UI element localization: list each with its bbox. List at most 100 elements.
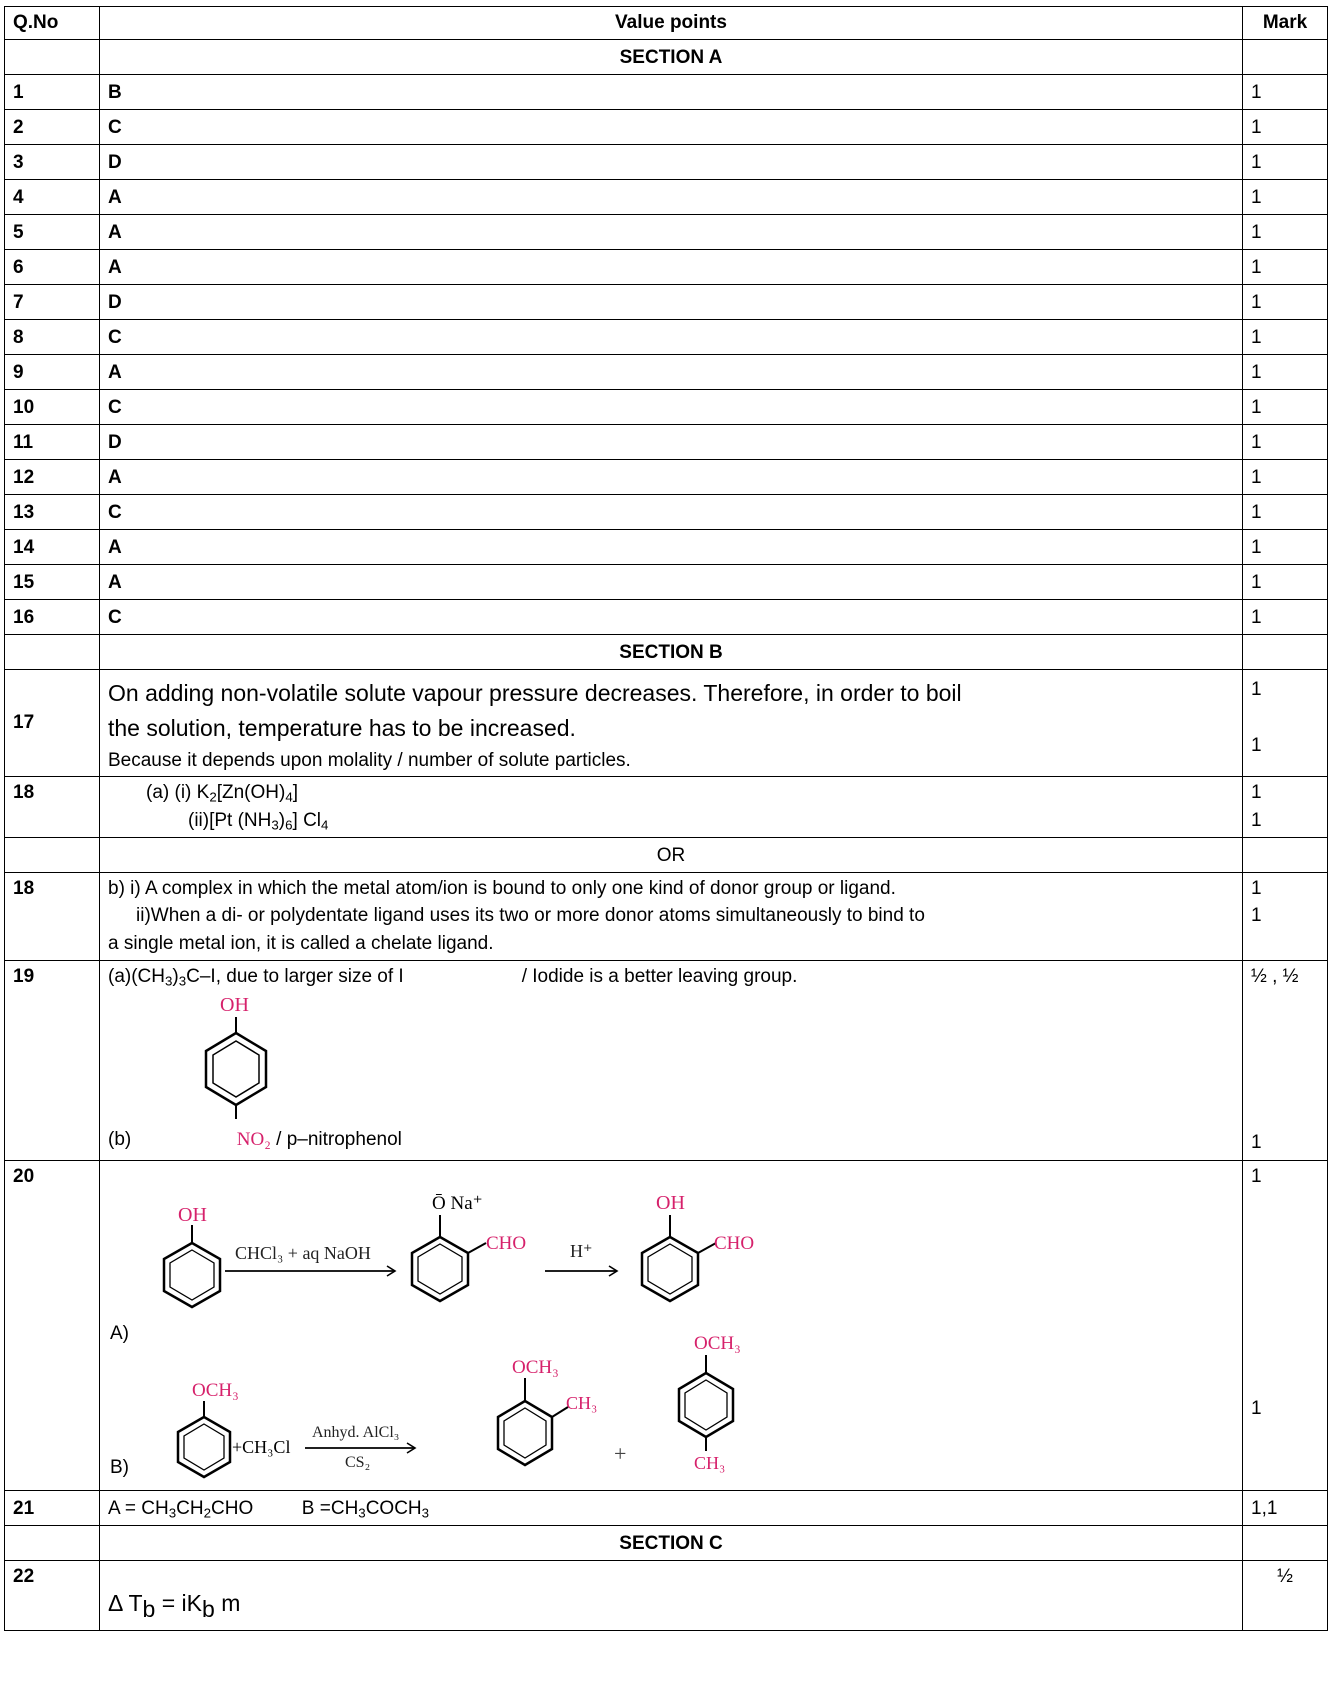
formula-text: C–I, due to larger size of I bbox=[186, 965, 404, 987]
formula-text: (ii)[Pt (NH bbox=[188, 809, 272, 831]
section-b-heading-row: SECTION B bbox=[4, 633, 1328, 670]
mark-value: 1 bbox=[1242, 598, 1328, 635]
och3-group-label: OCH₃ bbox=[192, 1380, 239, 1401]
empty-cell bbox=[4, 633, 100, 670]
answer-19-a: (a)(CH3)3C–I, due to larger size of I/ I… bbox=[108, 963, 1234, 991]
benzene-ring bbox=[204, 1031, 268, 1106]
formula-text: ] Cl bbox=[292, 809, 322, 831]
mark-18b-b: 1 bbox=[1251, 905, 1262, 927]
mark-20: 1 1 bbox=[1242, 1159, 1328, 1491]
answer-option: D bbox=[99, 283, 1243, 320]
section-b-title: SECTION B bbox=[99, 633, 1243, 670]
mark-value: 1 bbox=[1242, 563, 1328, 600]
mark-value: 1 bbox=[1242, 528, 1328, 565]
question-row-17: 17 On adding non-volatile solute vapour … bbox=[4, 668, 1328, 778]
oh-group-label: OH bbox=[178, 1204, 207, 1226]
mark-value: 1 bbox=[1242, 423, 1328, 460]
empty-cell bbox=[1242, 633, 1328, 670]
answer-22: Δ Tb = iKb m bbox=[99, 1559, 1243, 1631]
subscript: 4 bbox=[285, 789, 293, 805]
subscript: 2 bbox=[203, 1504, 211, 1520]
question-number: 14 bbox=[4, 528, 100, 565]
question-number: 4 bbox=[4, 178, 100, 215]
formula-text: ] bbox=[292, 782, 299, 804]
phenoxide-ring bbox=[410, 1235, 470, 1302]
question-number: 9 bbox=[4, 353, 100, 390]
question-row-22: 22 Δ Tb = iKb m ½ bbox=[4, 1559, 1328, 1631]
nitrophenol-name: / p–nitrophenol bbox=[276, 1128, 402, 1150]
p-nitrophenol-structure: OH bbox=[204, 994, 268, 1119]
header-qno: Q.No bbox=[4, 6, 100, 40]
header-row: Q.No Value points Mark bbox=[4, 6, 1328, 40]
question-number: 15 bbox=[4, 563, 100, 600]
mark-value: 1 bbox=[1242, 248, 1328, 285]
answer-option: A bbox=[99, 213, 1243, 250]
phenoxide-label: Ō Na⁺ bbox=[432, 1193, 483, 1214]
question-number: 18 bbox=[4, 871, 100, 961]
question-number: 7 bbox=[4, 283, 100, 320]
subscript: b bbox=[202, 1595, 215, 1622]
answer-option: D bbox=[99, 143, 1243, 180]
mark-value: 1 bbox=[1242, 178, 1328, 215]
question-number: 18 bbox=[4, 776, 100, 838]
question-number: 8 bbox=[4, 318, 100, 355]
section-a-heading-row: SECTION A bbox=[4, 38, 1328, 75]
question-number: 19 bbox=[4, 959, 100, 1161]
formula-text: A = CH bbox=[108, 1497, 169, 1519]
subscript: 3 bbox=[358, 1504, 366, 1520]
empty-cell bbox=[4, 836, 100, 873]
answer-17-line-3: Because it depends upon molality / numbe… bbox=[108, 749, 631, 771]
answer-option: C bbox=[99, 318, 1243, 355]
answer-17-line-2: the solution, temperature has to be incr… bbox=[108, 715, 576, 742]
mark-18b-a: 1 bbox=[1251, 877, 1262, 899]
reaction-schemes: OH CHCl₃ + aq NaOH Ō Na⁺ CHO H⁺ bbox=[110, 1192, 754, 1478]
mark-17-b: 1 bbox=[1251, 734, 1262, 756]
question-number: 3 bbox=[4, 143, 100, 180]
question-row-20: 20 OH CHCl₃ + aq NaOH Ō Na⁺ CHO bbox=[4, 1159, 1328, 1491]
mark-value: 1 bbox=[1242, 493, 1328, 530]
formula-text: [Zn(OH) bbox=[216, 782, 286, 804]
mark-21: 1,1 bbox=[1242, 1489, 1328, 1526]
mark-18b: 1 1 bbox=[1242, 871, 1328, 961]
mark-value: 1 bbox=[1242, 143, 1328, 180]
equation-text: Δ T bbox=[108, 1590, 143, 1617]
salicylaldehyde-ring bbox=[640, 1235, 700, 1302]
para-product-ring bbox=[677, 1371, 735, 1438]
question-number: 1 bbox=[4, 73, 100, 110]
part-b-label: B) bbox=[110, 1457, 129, 1478]
mark-19-b: 1 bbox=[1251, 1131, 1262, 1153]
answer-option: D bbox=[99, 423, 1243, 460]
empty-cell bbox=[1242, 836, 1328, 873]
formula-text: ) bbox=[172, 965, 179, 987]
subscript: 3 bbox=[271, 817, 279, 833]
answer-18b-line-1: b) i) A complex in which the metal atom/… bbox=[108, 877, 896, 899]
empty-cell bbox=[4, 1524, 100, 1561]
header-value-points: Value points bbox=[99, 6, 1243, 40]
answer-option: A bbox=[99, 178, 1243, 215]
question-number: 5 bbox=[4, 213, 100, 250]
anisole-ring bbox=[176, 1415, 232, 1478]
answer-19: (a)(CH3)3C–I, due to larger size of I/ I… bbox=[99, 959, 1243, 1161]
answer-option: A bbox=[99, 353, 1243, 390]
formula-text: / Iodide is a better leaving group. bbox=[521, 965, 798, 987]
answer-17-line-1: On adding non-volatile solute vapour pre… bbox=[108, 679, 962, 706]
answer-option: A bbox=[99, 528, 1243, 565]
no2-group-label: NO₂ bbox=[236, 1128, 271, 1150]
subscript: 3 bbox=[421, 1504, 430, 1520]
subscript: 6 bbox=[285, 817, 293, 833]
plus-sign: + bbox=[614, 1441, 626, 1466]
question-number: 11 bbox=[4, 423, 100, 460]
answer-18b-line-3: a single metal ion, it is called a chela… bbox=[108, 932, 494, 954]
header-mark: Mark bbox=[1242, 6, 1328, 40]
subscript: 2 bbox=[209, 789, 217, 805]
mark-19-a: ½ , ½ bbox=[1251, 965, 1299, 987]
mark-value: 1 bbox=[1242, 388, 1328, 425]
